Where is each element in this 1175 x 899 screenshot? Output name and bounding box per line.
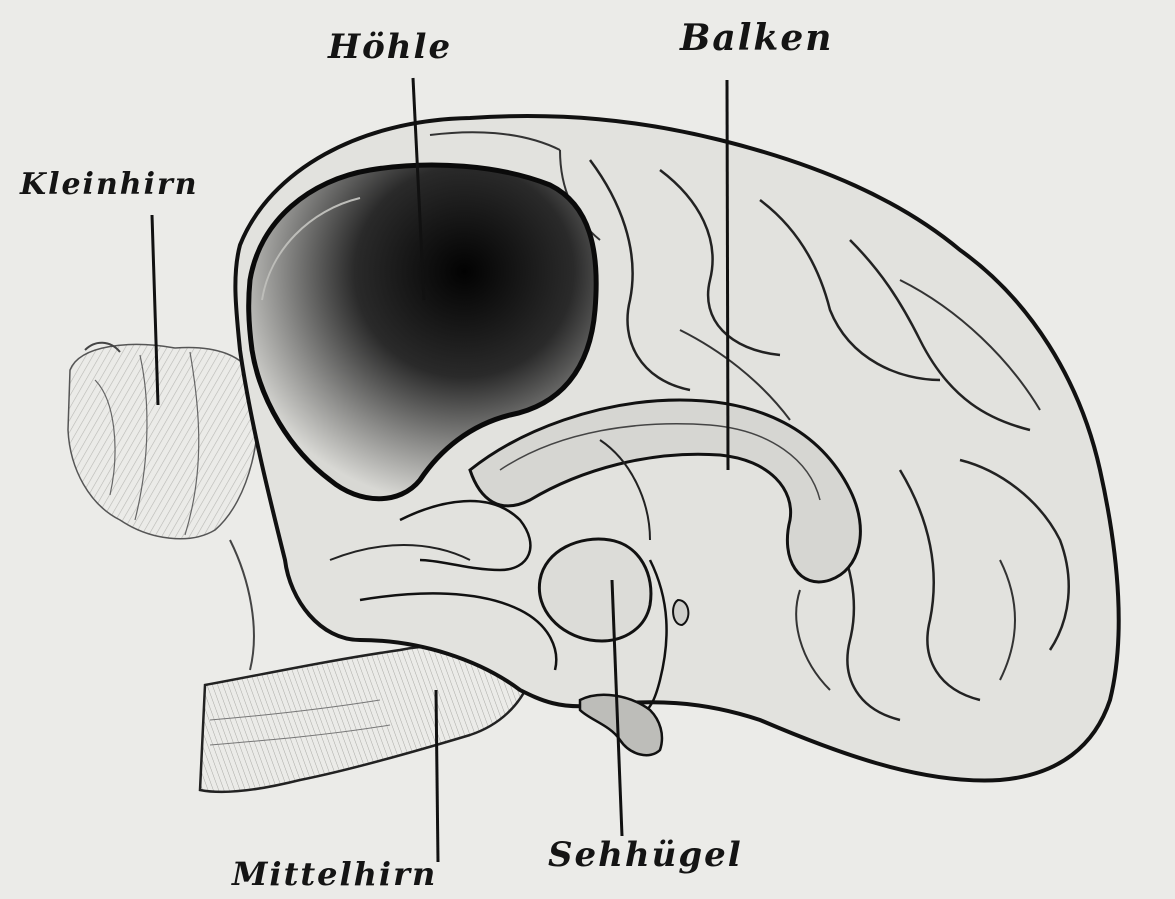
label-sehhuegel: Sehhügel bbox=[548, 838, 743, 872]
leader-mittelhirn bbox=[436, 690, 438, 862]
label-balken: Balken bbox=[680, 20, 833, 56]
leader-balken bbox=[727, 80, 728, 470]
label-hoehle: Höhle bbox=[328, 30, 452, 64]
cerebellum bbox=[68, 343, 258, 539]
label-mittelhirn: Mittelhirn bbox=[232, 858, 437, 890]
label-kleinhirn: Kleinhirn bbox=[20, 170, 199, 200]
